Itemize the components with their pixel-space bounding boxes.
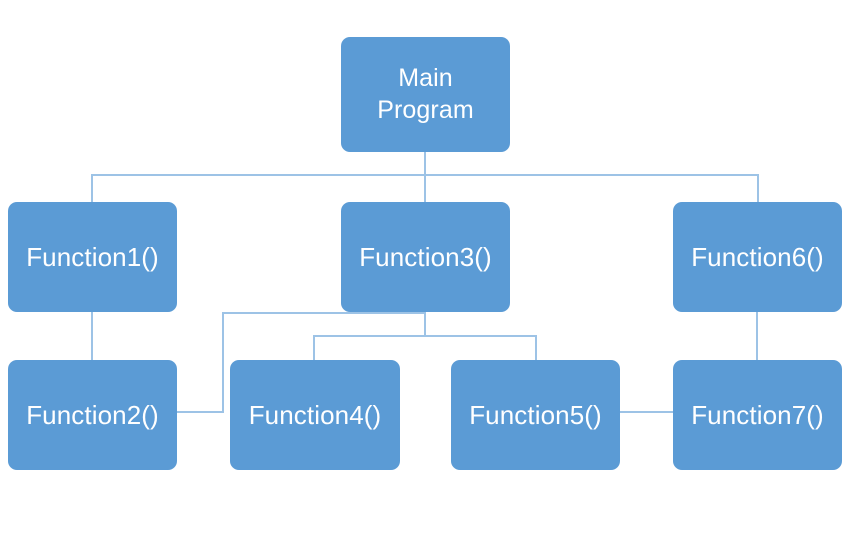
node-main-program[interactable]: Main Program <box>341 37 510 152</box>
node-function5[interactable]: Function5() <box>451 360 620 470</box>
node-function1[interactable]: Function1() <box>8 202 177 312</box>
node-function4[interactable]: Function4() <box>230 360 400 470</box>
node-function6[interactable]: Function6() <box>673 202 842 312</box>
node-function2[interactable]: Function2() <box>8 360 177 470</box>
node-function7[interactable]: Function7() <box>673 360 842 470</box>
node-function3[interactable]: Function3() <box>341 202 510 312</box>
